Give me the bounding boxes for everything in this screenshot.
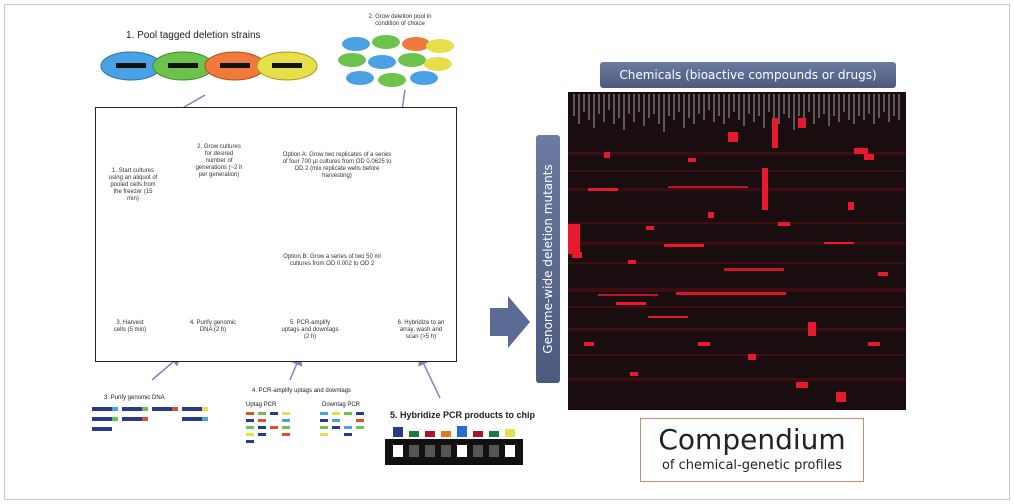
grown-pool-cells [338, 35, 454, 87]
big-arrow [490, 296, 530, 348]
step-pool-label: 1. Pool tagged deletion strains [126, 30, 261, 41]
compendium-box: Compendium of chemical-genetic profiles [640, 418, 864, 482]
compendium-title: Compendium [658, 423, 846, 456]
protocol-box [95, 107, 457, 362]
hybridization-chip [385, 426, 523, 465]
downtag-products [320, 412, 364, 436]
mutants-banner-text: Genome-wide deletion mutants [541, 164, 555, 354]
protocol-start-text: 1. Start cultures using an aliquot of po… [108, 168, 158, 202]
protocol-grow-text: 2. Grow cultures for desired number of g… [195, 144, 243, 178]
heatmap-hits [568, 118, 888, 402]
step-pcr-label: 4. PCR-amplify uptags and downtags [252, 388, 352, 394]
step-grow-pool-label: 2. Grow deletion pool in condition of ch… [368, 14, 432, 27]
chemicals-banner-text: Chemicals (bioactive compounds or drugs) [619, 68, 877, 82]
compendium-subtitle: of chemical-genetic profiles [661, 458, 843, 473]
uptag-products [246, 412, 290, 443]
heatmap-svg [568, 92, 906, 410]
option-b-text: Option B: Grow a series of two 50 ml cul… [283, 254, 381, 267]
downtag-label: Downtag PCR [322, 402, 361, 408]
heatmap [568, 92, 906, 410]
option-a-text: Option A: Grow two replicates of a serie… [282, 152, 392, 179]
purify-dna-text: 4. Purify genomic DNA (2 h) [189, 320, 237, 333]
chemicals-banner: Chemicals (bioactive compounds or drugs) [600, 62, 896, 88]
column-label-strokes [573, 94, 900, 132]
uptag-label: Uptag PCR [246, 402, 277, 408]
mutants-banner: Genome-wide deletion mutants [536, 135, 560, 383]
heatmap-background-cells [568, 152, 906, 381]
step-purify-label: 3. Purify genomic DNA [104, 395, 165, 401]
pcr-amp-text: 5. PCR-amplify uptags and downtags (2 h) [281, 320, 339, 340]
pooled-cells [100, 51, 318, 81]
hyb-text: 6. Hybridize to an array, wash and scan … [397, 320, 445, 340]
step-hybridize-label: 5. Hybridize PCR products to chip [390, 410, 536, 420]
harvest-text: 3. Harvest cells (5 min) [113, 320, 147, 333]
dna-fragments [92, 407, 208, 431]
